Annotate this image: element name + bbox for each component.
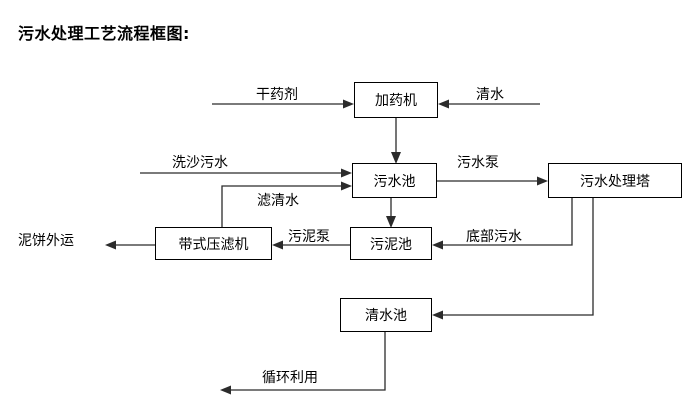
terminal-label-sand-wash-sewage: 洗沙污水	[172, 155, 228, 171]
edge-label-sewage-pump: 污水泵	[457, 155, 499, 171]
edge-clean-water-pool-to-recycle	[220, 332, 386, 395]
edge-sand-wash-sewage-to-sewage-pool	[140, 168, 352, 178]
edge-belt-filter-press-to-sewage-pool	[221, 181, 352, 227]
node-label: 污水处理塔	[580, 173, 650, 190]
edge-label-sludge-pump: 污泥泵	[288, 229, 330, 245]
edge-belt-filter-press-to-mud-cake-out	[105, 240, 155, 250]
node-sludge-pool[interactable]: 污泥池	[350, 227, 432, 260]
node-clean-water-pool[interactable]: 清水池	[340, 298, 432, 332]
edge-label-filtered-clean-water: 滤清水	[257, 193, 299, 209]
edge-label-recycle-use: 循环利用	[262, 370, 318, 386]
node-label: 加药机	[375, 93, 417, 109]
node-label: 污水池	[373, 173, 416, 190]
node-label: 污泥池	[370, 236, 412, 253]
node-label: 清水池	[365, 308, 407, 324]
node-treatment-tower[interactable]: 污水处理塔	[548, 163, 682, 198]
node-belt-filter-press[interactable]: 带式压滤机	[155, 227, 272, 260]
edge-treatment-tower-to-sludge-pool	[432, 198, 573, 250]
edge-dosing-machine-to-sewage-pool	[391, 118, 401, 164]
page-title: 污水处理工艺流程框图:	[18, 24, 190, 43]
terminal-label-dry-chemical: 干药剂	[256, 87, 298, 103]
terminal-label-clean-water-in: 清水	[476, 87, 504, 103]
edge-sewage-pool-to-sludge-pool	[386, 198, 396, 228]
node-dosing-machine[interactable]: 加药机	[354, 82, 438, 118]
edge-treatment-tower-to-clean-water-pool	[432, 198, 594, 320]
node-label: 带式压滤机	[178, 236, 249, 253]
edge-sewage-pool-to-treatment-tower	[437, 176, 548, 186]
terminal-label-mud-cake-out: 泥饼外运	[18, 233, 74, 249]
edge-dry-chemical-to-dosing-machine	[212, 99, 354, 109]
edge-label-bottom-sewage: 底部污水	[466, 229, 522, 245]
edge-sludge-pool-to-belt-filter-press	[272, 240, 350, 250]
edge-clean-water-to-dosing-machine	[438, 99, 540, 109]
node-sewage-pool[interactable]: 污水池	[352, 163, 437, 198]
